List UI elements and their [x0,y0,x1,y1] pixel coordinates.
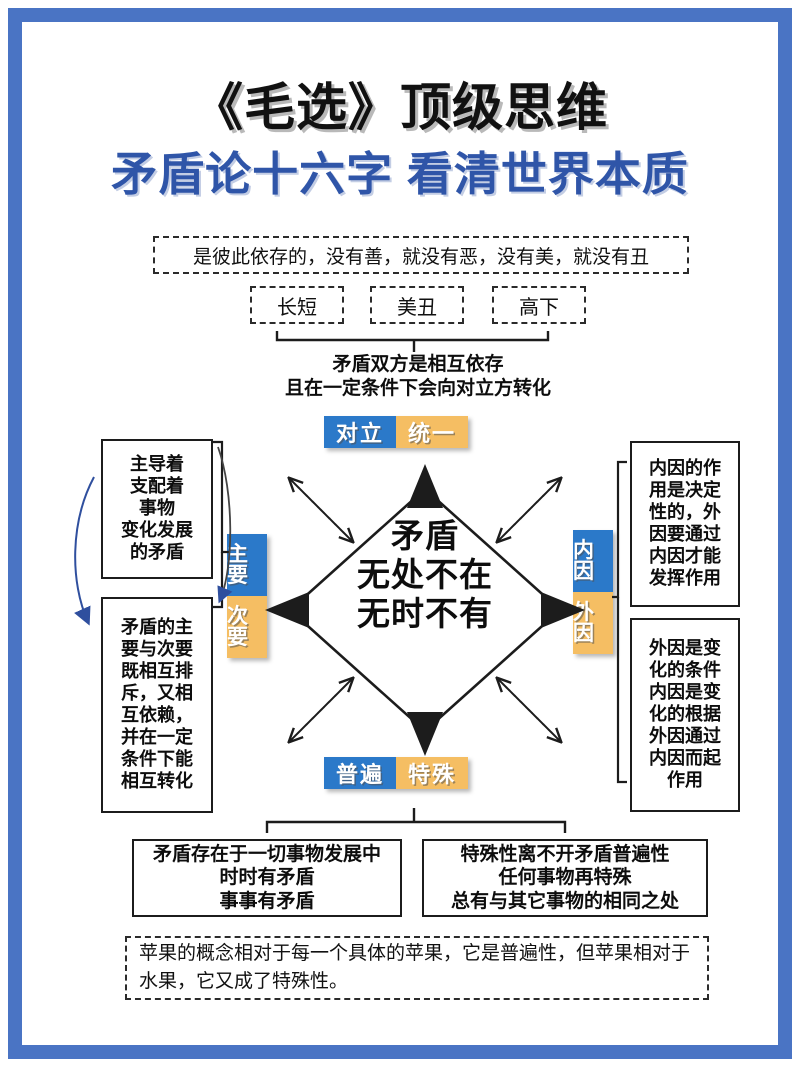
center-text-block: 矛盾 无处不在 无时不有 [310,517,540,634]
axis-chip-bottom-orange: 特殊 [396,757,468,789]
bracket-top-pairs [275,331,550,352]
left-curved-arrow [74,476,95,626]
center-line-3: 无时不有 [357,594,493,632]
axis-chip-right-blue: 内因 [573,530,613,592]
footer-note: 苹果的概念相对于每一个具体的苹果，它是普遍性，但苹果相对于水果，它又成了特殊性。 [125,936,709,1000]
axis-chip-top: 对立 统一 [324,416,468,448]
axis-chip-bottom-blue: 普遍 [324,757,396,789]
axis-chip-top-orange: 统一 [396,416,468,448]
top-caption-line2: 且在一定条件下会向对立方转化 [284,378,551,399]
center-line-1: 矛盾 [391,517,459,554]
pair-box-1: 美丑 [370,286,464,324]
top-caption-line1: 矛盾双方是相互依存 [332,354,504,375]
axis-chip-right: 内因 外因 [573,530,613,654]
poster-frame: 《毛选》顶级思维 矛盾论十六字 看清世界本质 是彼此依存的，没有善，就没有恶，没… [8,8,792,1059]
right-note-1: 外因是变 化的条件 内因是变 化的根据 外因通过 内因而起 作用 [630,618,740,812]
axis-chip-top-blue: 对立 [324,416,396,448]
top-statement-box: 是彼此依存的，没有善，就没有恶，没有美，就没有丑 [153,236,689,274]
bracket-bottom [265,808,567,833]
left-note-0: 主导着 支配着 事物 变化发展 的矛盾 [101,439,213,579]
axis-chip-left-blue: 主要 [227,534,267,596]
page-subtitle: 矛盾论十六字 看清世界本质 [111,148,689,200]
center-line-2: 无处不在 [357,555,493,593]
axis-chip-right-orange: 外因 [573,592,613,654]
bottom-note-1: 特殊性离不开矛盾普遍性 任何事物再特殊 总有与其它事物的相同之处 [422,839,708,917]
bracket-right [612,460,627,784]
bottom-note-0: 矛盾存在于一切事物发展中 时时有矛盾 事事有矛盾 [132,839,402,917]
right-note-0: 内因的作 用是决定 性的，外 因要通过 内因才能 发挥作用 [630,441,740,607]
axis-chip-left: 主要 次要 [227,534,267,658]
axis-chip-bottom: 普遍 特殊 [324,757,468,789]
axis-chip-left-orange: 次要 [227,596,267,658]
left-note-1: 矛盾的主 要与次要 既相互排 斥，又相 互依赖， 并在一定 条件下能 相互转化 [101,597,213,813]
page-title: 《毛选》顶级思维 [191,79,608,136]
poster-stage: 《毛选》顶级思维 矛盾论十六字 看清世界本质 是彼此依存的，没有善，就没有恶，没… [22,22,778,1045]
pair-box-2: 高下 [492,286,586,324]
pair-box-0: 长短 [250,286,344,324]
